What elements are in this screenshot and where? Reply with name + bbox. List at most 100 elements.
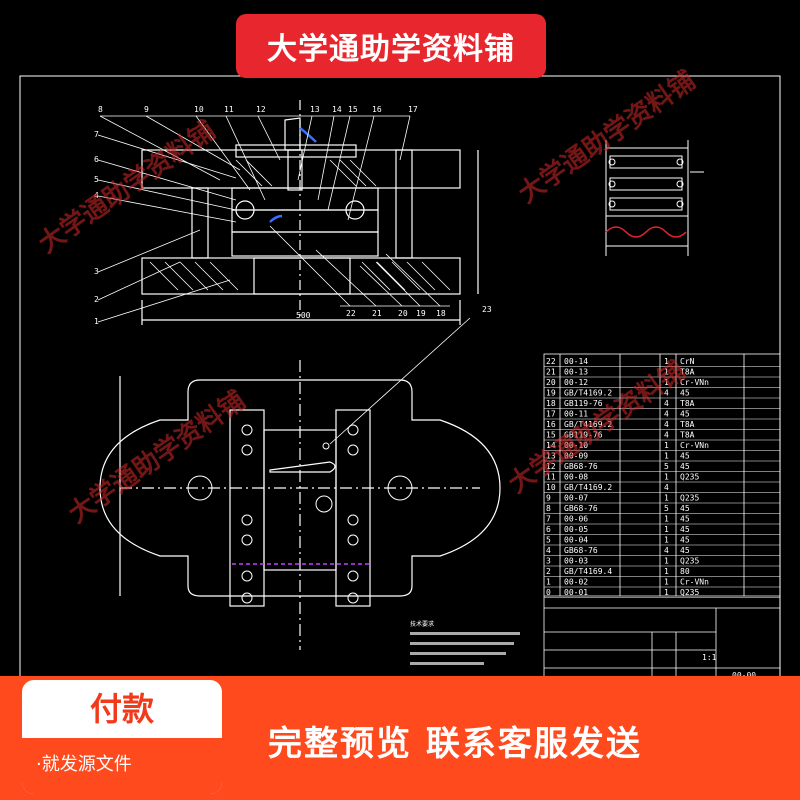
- bom-row-qty: 4: [664, 399, 669, 408]
- bom-row-index: 11: [546, 473, 556, 482]
- bom-row-code: GB119-76: [564, 431, 603, 440]
- bom-row-index: 14: [546, 441, 556, 450]
- bom-row-material: T8A: [680, 368, 695, 377]
- bom-row-material: Cr-VNn: [680, 578, 709, 587]
- bom-row-material: T8A: [680, 399, 695, 408]
- store-banner-title: 大学通助学资料铺: [267, 32, 515, 67]
- bom-row-material: Cr-VNn: [680, 378, 709, 387]
- bom-row-code: GB68-76: [564, 462, 598, 471]
- bom-row-material: CrN: [680, 357, 695, 366]
- bom-row-code: 00-06: [564, 515, 588, 524]
- bom-row-index: 19: [546, 389, 556, 398]
- bom-row-qty: 1: [664, 494, 669, 503]
- balloon-number: 7: [94, 130, 99, 139]
- balloon-number: 14: [332, 105, 342, 114]
- balloon-number: 22: [346, 309, 356, 318]
- bom-row-index: 2: [546, 567, 551, 576]
- bom-row-code: GB/T4169.2: [564, 420, 612, 429]
- balloon-number: 19: [416, 309, 426, 318]
- balloon-number: 20: [398, 309, 408, 318]
- bom-row-qty: 1: [664, 557, 669, 566]
- bom-row-index: 1: [546, 578, 551, 587]
- balloon-number: 4: [94, 191, 99, 200]
- bom-row-material: Q235: [680, 588, 699, 597]
- bom-row-qty: 4: [664, 410, 669, 419]
- blue-highlight-marks: [269, 127, 317, 223]
- bom-row-index: 16: [546, 420, 556, 429]
- payment-strip: [22, 738, 222, 794]
- bom-row-qty: 1: [664, 452, 669, 461]
- bom-row-qty: 1: [664, 515, 669, 524]
- balloon-number: 11: [224, 105, 234, 114]
- bom-row-code: GB119-76: [564, 399, 603, 408]
- bom-row-index: 0: [546, 588, 551, 597]
- preview-contact-text: 完整预览 联系客服发送: [268, 724, 642, 764]
- balloon-number: 15: [348, 105, 358, 114]
- bom-row-qty: 1: [664, 536, 669, 545]
- dimension-label: 500: [296, 311, 311, 320]
- balloon-number: 8: [98, 105, 103, 114]
- bom-row-code: GB68-76: [564, 504, 598, 513]
- bom-row-material: Cr-VNn: [680, 441, 709, 450]
- balloon-number: 9: [144, 105, 149, 114]
- store-banner: 大学通助学资料铺: [236, 14, 546, 78]
- balloon-number: 1: [94, 317, 99, 326]
- detail-view-waveform: [605, 226, 687, 238]
- technical-notes: 技术要求: [410, 620, 520, 665]
- bom-row-code: GB/T4169.4: [564, 567, 612, 576]
- bom-row-material: 45: [680, 389, 690, 398]
- bom-row-material: 45: [680, 504, 690, 513]
- bom-row-code: GB68-76: [564, 546, 598, 555]
- balloon-number: 13: [310, 105, 320, 114]
- payment-subtitle: ·就发源文件: [36, 754, 132, 775]
- payment-button[interactable]: 付款 ·就发源文件: [22, 680, 222, 794]
- bom-row-index: 12: [546, 462, 556, 471]
- bom-row-index: 13: [546, 452, 556, 461]
- bom-row-material: 45: [680, 525, 690, 534]
- bom-row-code: 00-02: [564, 578, 588, 587]
- bom-row-material: Q235: [680, 473, 699, 482]
- plan-view: [99, 360, 501, 650]
- bom-row-material: Q235: [680, 557, 699, 566]
- bom-row-material: 45: [680, 462, 690, 471]
- bom-row-qty: 5: [664, 462, 669, 471]
- bom-row-code: 00-04: [564, 536, 588, 545]
- bom-row-code: 00-08: [564, 473, 588, 482]
- balloon-number: 23: [482, 305, 492, 314]
- leader-23: [329, 317, 471, 445]
- balloon-number: 17: [408, 105, 418, 114]
- balloon-number: 3: [94, 267, 99, 276]
- balloon-number: 18: [436, 309, 446, 318]
- bom-row-qty: 1: [664, 378, 669, 387]
- balloon-number: 12: [256, 105, 266, 114]
- bom-row-index: 9: [546, 494, 551, 503]
- notes-title: 技术要求: [410, 620, 434, 628]
- bom-row-index: 22: [546, 357, 556, 366]
- bom-row-qty: 4: [664, 546, 669, 555]
- bom-row-index: 8: [546, 504, 551, 513]
- bom-row-code: 00-05: [564, 525, 588, 534]
- bom-row-index: 20: [546, 378, 556, 387]
- balloon-number: 5: [94, 175, 99, 184]
- bom-row-qty: 1: [664, 578, 669, 587]
- bom-row-material: T8A: [680, 420, 695, 429]
- bom-row-material: 45: [680, 452, 690, 461]
- bom-row-qty: 1: [664, 473, 669, 482]
- bom-row-code: 00-09: [564, 452, 588, 461]
- bom-row-index: 21: [546, 368, 556, 377]
- balloon-number: 16: [372, 105, 382, 114]
- balloon-number: 2: [94, 295, 99, 304]
- bom-row-qty: 1: [664, 368, 669, 377]
- bom-row-code: GB/T4169.2: [564, 389, 612, 398]
- bom-row-qty: 1: [664, 588, 669, 597]
- bom-row-index: 7: [546, 515, 551, 524]
- bom-row-qty: 4: [664, 420, 669, 429]
- leader-lines-left: [97, 134, 237, 323]
- bom-row-material: 45: [680, 410, 690, 419]
- bom-row-code: GB/T4169.2: [564, 483, 612, 492]
- bom-row-qty: 5: [664, 504, 669, 513]
- bom-row-index: 15: [546, 431, 556, 440]
